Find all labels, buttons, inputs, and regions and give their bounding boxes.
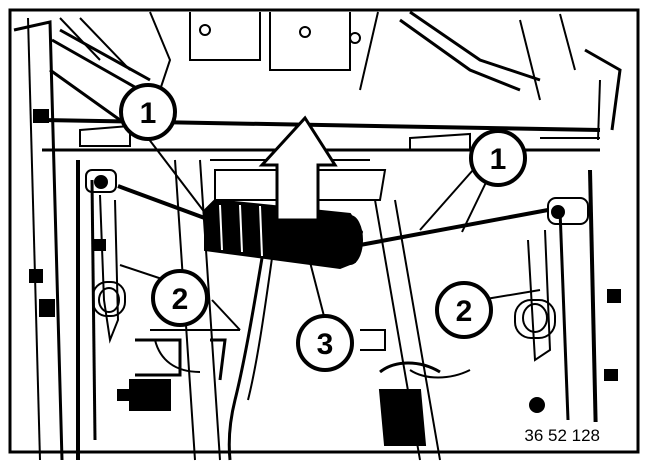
figure-number-box [498, 422, 608, 446]
callout-1-left: 1 [119, 83, 177, 141]
svg-text:1: 1 [140, 97, 157, 130]
svg-text:3: 3 [317, 328, 334, 361]
drawing-body [13, 10, 622, 461]
figure-number: 36 52 128 [524, 426, 600, 445]
callout-2-left: 2 [151, 269, 209, 327]
callout-3: 3 [296, 314, 354, 372]
svg-text:1: 1 [490, 143, 507, 176]
callout-1-right: 1 [469, 129, 527, 187]
callout-2-right: 2 [435, 281, 493, 339]
up-arrow-icon [258, 115, 338, 222]
svg-text:2: 2 [172, 283, 189, 316]
svg-text:2: 2 [456, 295, 473, 328]
